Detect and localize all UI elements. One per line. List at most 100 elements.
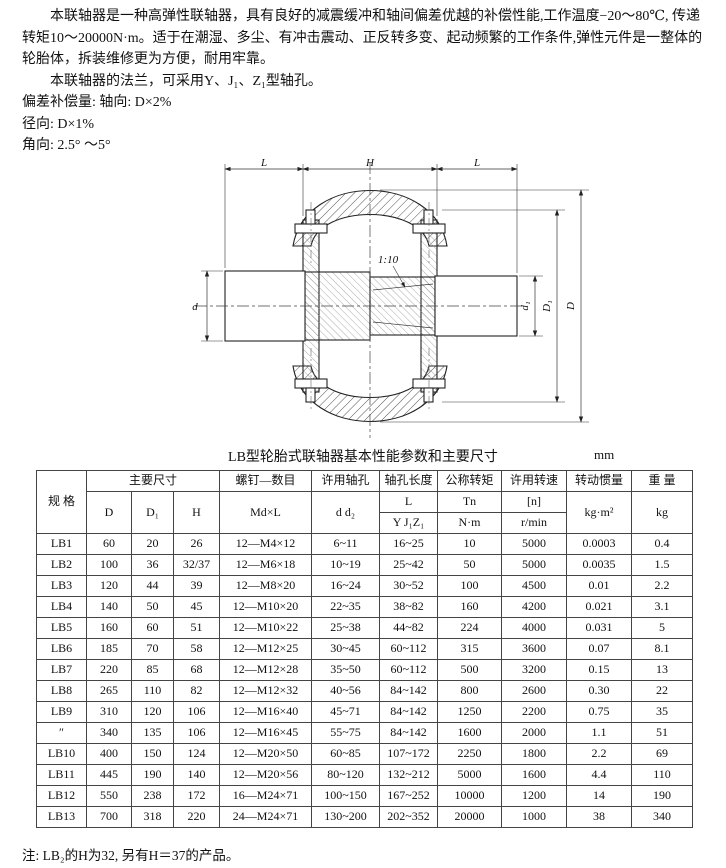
col-header-speed: 许用转速 <box>501 470 567 492</box>
table-cell: 4000 <box>501 617 567 639</box>
table-cell: 12—M4×12 <box>219 533 312 555</box>
table-cell: 50 <box>131 596 174 618</box>
table-cell: 400 <box>86 743 132 765</box>
table-cell: 25~38 <box>311 617 380 639</box>
table-unit: mm <box>594 447 615 462</box>
table-cell: 38~82 <box>379 596 438 618</box>
table-cell: 22~35 <box>311 596 380 618</box>
table-cell: 100 <box>86 554 132 576</box>
table-cell: 12—M16×40 <box>219 701 312 723</box>
table-cell: 0.0035 <box>566 554 632 576</box>
col-header-D1: D₁ <box>131 491 174 534</box>
col-header-inertia: 转动惯量 <box>566 470 632 492</box>
table-cell: 0.07 <box>566 638 632 660</box>
table-cell: 12—M20×50 <box>219 743 312 765</box>
table-cell: 16~24 <box>311 575 380 597</box>
footnote: 注: LB₂的H为32, 另有H＝37的产品。 <box>22 848 240 863</box>
coupling-drawing: L H L d d₁ D₁ D 1:10 <box>145 156 605 444</box>
table-cell: 124 <box>173 743 220 765</box>
table-cell: 340 <box>631 806 693 828</box>
table-cell: 220 <box>173 806 220 828</box>
table-cell: 44 <box>131 575 174 597</box>
table-cell: 120 <box>86 575 132 597</box>
table-cell: LB5 <box>36 617 87 639</box>
table-cell: 0.15 <box>566 659 632 681</box>
compensation-axial: 偏差补偿量: 轴向: D×2% <box>22 95 172 110</box>
table-cell: 238 <box>131 785 174 807</box>
table-cell: 84~142 <box>379 680 438 702</box>
table-cell: 100~150 <box>311 785 380 807</box>
table-cell: 12—M12×25 <box>219 638 312 660</box>
table-title: LB型轮胎式联轴器基本性能参数和主要尺寸 <box>228 450 498 465</box>
tire-section-bottom <box>292 365 448 422</box>
table-cell: 550 <box>86 785 132 807</box>
table-cell: 1250 <box>437 701 502 723</box>
col-header-bore-sub: d d₂ <box>311 491 380 534</box>
table-cell: 12—M12×32 <box>219 680 312 702</box>
table-cell: 8.1 <box>631 638 693 660</box>
dim-label-d: d <box>192 301 198 313</box>
table-cell: 44~82 <box>379 617 438 639</box>
spec-table: 规 格 主要尺寸 螺钉—数目 许用轴孔 轴孔长度 公称转矩 许用转速 转动惯量 … <box>36 470 693 828</box>
table-cell: LB12 <box>36 785 87 807</box>
table-cell: 12—M8×20 <box>219 575 312 597</box>
table-cell: 107~172 <box>379 743 438 765</box>
table-cell: LB3 <box>36 575 87 597</box>
table-cell: 24—M24×71 <box>219 806 312 828</box>
col-header-torque-unit: N·m <box>437 512 502 534</box>
table-cell: 106 <box>173 722 220 744</box>
table-cell: 22 <box>631 680 693 702</box>
table-cell: 4.4 <box>566 764 632 786</box>
table-cell: 40~56 <box>311 680 380 702</box>
table-cell: 100 <box>437 575 502 597</box>
col-header-screws: 螺钉—数目 <box>219 470 312 492</box>
table-cell: 1.5 <box>631 554 693 576</box>
col-header-speed-unit: r/min <box>501 512 567 534</box>
col-header-D: D <box>86 491 132 534</box>
table-header: 规 格 主要尺寸 螺钉—数目 许用轴孔 轴孔长度 公称转矩 许用转速 转动惯量 … <box>36 470 693 534</box>
table-cell: LB8 <box>36 680 87 702</box>
intro-text: 本联轴器是一种高弹性联轴器，具有良好的减震缓冲和轴间偏差优越的补偿性能,工作温度… <box>22 6 706 157</box>
col-header-screws-sub: Md×L <box>219 491 312 534</box>
compensation-angular: 角向: 2.5° ～5° <box>22 138 111 153</box>
col-header-bore-length-types: Y J₁Z₁ <box>379 512 438 534</box>
table-cell: 224 <box>437 617 502 639</box>
dim-label-D: D <box>565 302 577 311</box>
table-cell: 190 <box>131 764 174 786</box>
table-cell: 1600 <box>437 722 502 744</box>
table-cell: 1600 <box>501 764 567 786</box>
table-cell: LB1 <box>36 533 87 555</box>
table-cell: 2600 <box>501 680 567 702</box>
col-header-spec: 规 格 <box>36 470 87 534</box>
table-cell: 0.0003 <box>566 533 632 555</box>
bolt-left-top-stud <box>305 209 316 225</box>
bolt-right-top-stud <box>423 209 434 225</box>
table-cell: 16~25 <box>379 533 438 555</box>
table-cell: 132~212 <box>379 764 438 786</box>
table-cell: 32/37 <box>173 554 220 576</box>
table-cell: 51 <box>631 722 693 744</box>
table-cell: 310 <box>86 701 132 723</box>
table-cell: 1800 <box>501 743 567 765</box>
dim-label-H: H <box>365 157 375 169</box>
table-cell: 10000 <box>437 785 502 807</box>
table-cell: 1.1 <box>566 722 632 744</box>
dim-label-d1: d₁ <box>519 301 531 311</box>
table-cell: 340 <box>86 722 132 744</box>
table-cell: 60~112 <box>379 659 438 681</box>
table-cell: 3600 <box>501 638 567 660</box>
table-cell: 2200 <box>501 701 567 723</box>
table-cell: 30~52 <box>379 575 438 597</box>
col-header-H: H <box>173 491 220 534</box>
col-header-torque-sub: Tn <box>437 491 502 513</box>
table-cell: 110 <box>131 680 174 702</box>
table-cell: 445 <box>86 764 132 786</box>
